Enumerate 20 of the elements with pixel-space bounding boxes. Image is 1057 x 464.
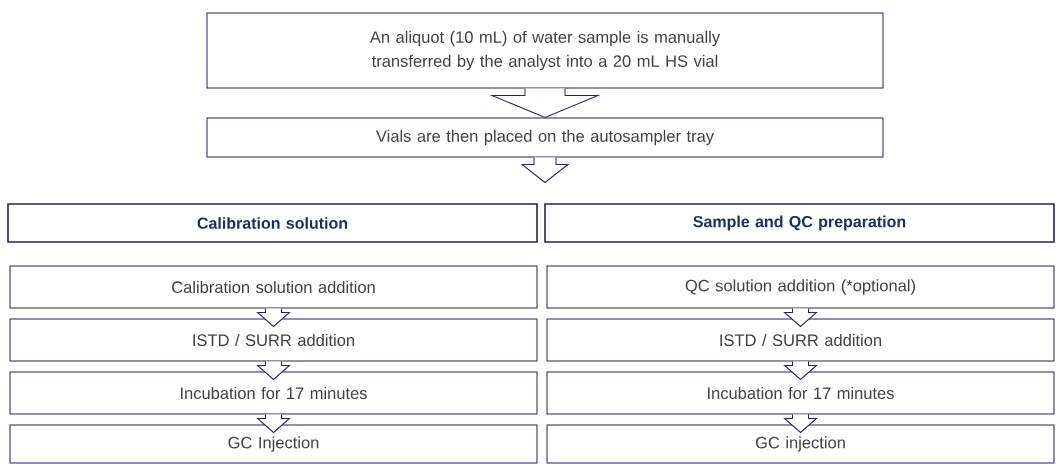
block-arrow [491, 88, 599, 118]
process-box: An aliquot (10 mL) of water sample is manually transferred by the analyst into a 20 mL HS vial [206, 12, 884, 89]
process-box: Incubation for 17 minutes [546, 371, 1055, 415]
process-box: Incubation for 17 minutes [9, 371, 538, 415]
block-arrow [257, 414, 290, 433]
process-box: GC injection [546, 424, 1055, 464]
process-box: ISTD / SURR addition [9, 318, 538, 362]
block-arrow [784, 414, 817, 433]
block-arrow [784, 308, 817, 327]
block-arrow [257, 308, 290, 327]
process-box: QC solution addition (*optional) [546, 265, 1055, 309]
section-header-box: Sample and QC preparation [544, 203, 1055, 243]
block-arrow [784, 361, 817, 380]
process-box: Vials are then placed on the autosampler tray [206, 117, 884, 158]
block-arrow [257, 361, 290, 380]
process-box: Calibration solution addition [9, 265, 538, 309]
block-arrow [521, 157, 569, 183]
process-box: GC Injection [9, 424, 538, 464]
process-box: ISTD / SURR addition [546, 318, 1055, 362]
section-header-box: Calibration solution [7, 203, 538, 243]
